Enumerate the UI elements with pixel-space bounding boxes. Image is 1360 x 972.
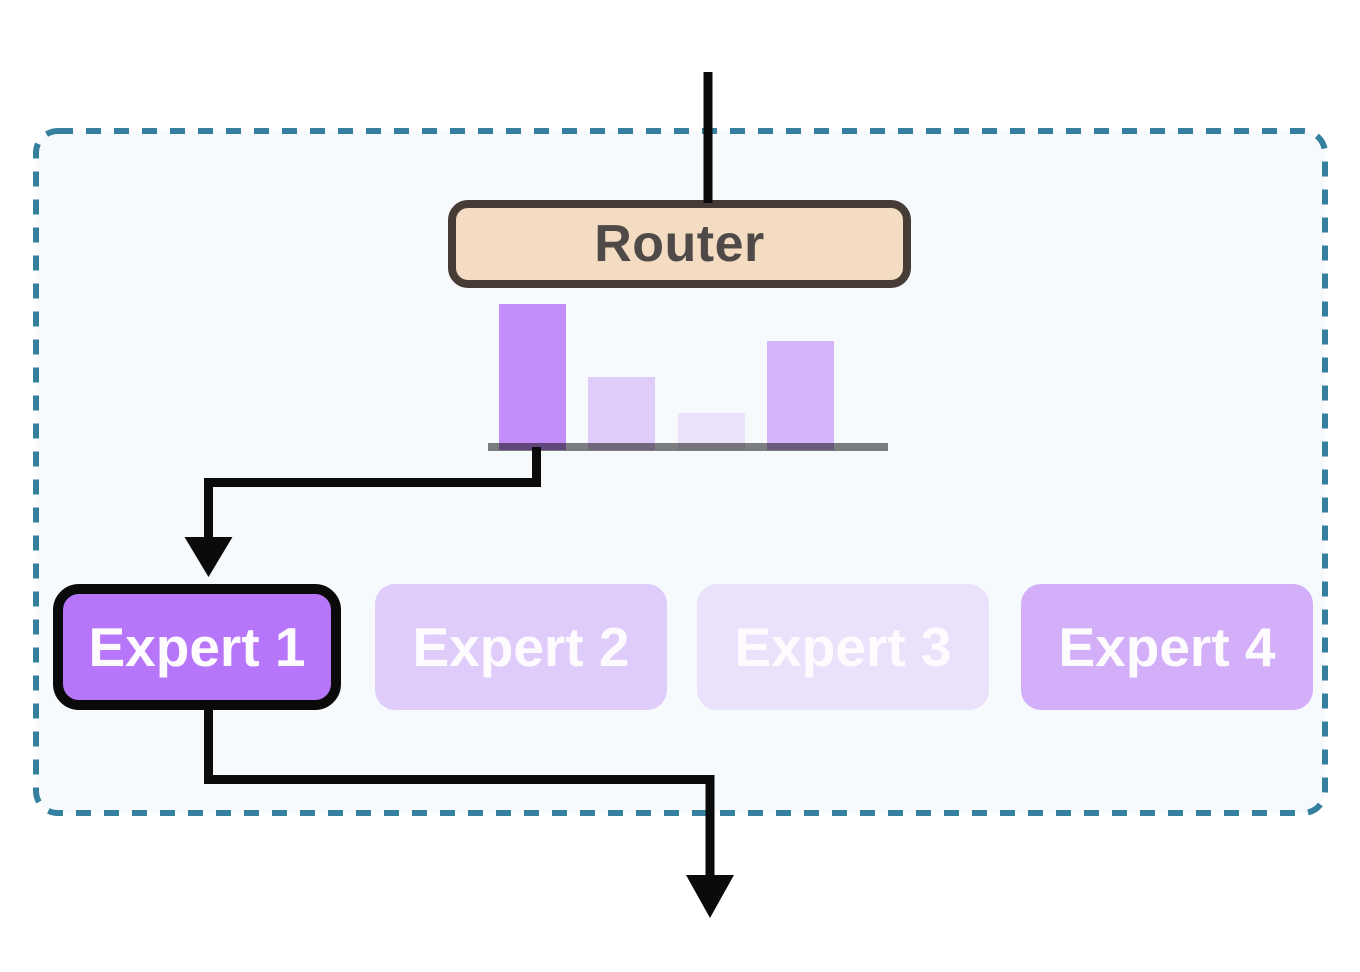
router-prob-bar [588, 377, 655, 450]
expert-1-label: Expert 1 [88, 616, 306, 678]
router-box: Router [448, 200, 911, 288]
chart-baseline [488, 443, 888, 451]
expert-3-label: Expert 3 [734, 616, 952, 678]
router-probability-chart [499, 304, 834, 450]
router-prob-bar [767, 341, 834, 450]
dashed-container [33, 128, 1328, 816]
expert-2-box: Expert 2 [375, 584, 667, 710]
router-label: Router [594, 215, 765, 273]
expert-3-box: Expert 3 [697, 584, 989, 710]
expert-1-box: Expert 1 [53, 584, 341, 710]
router-prob-bar [499, 304, 566, 450]
expert-4-box: Expert 4 [1021, 584, 1313, 710]
expert-2-label: Expert 2 [412, 616, 630, 678]
expert-4-label: Expert 4 [1058, 616, 1276, 678]
